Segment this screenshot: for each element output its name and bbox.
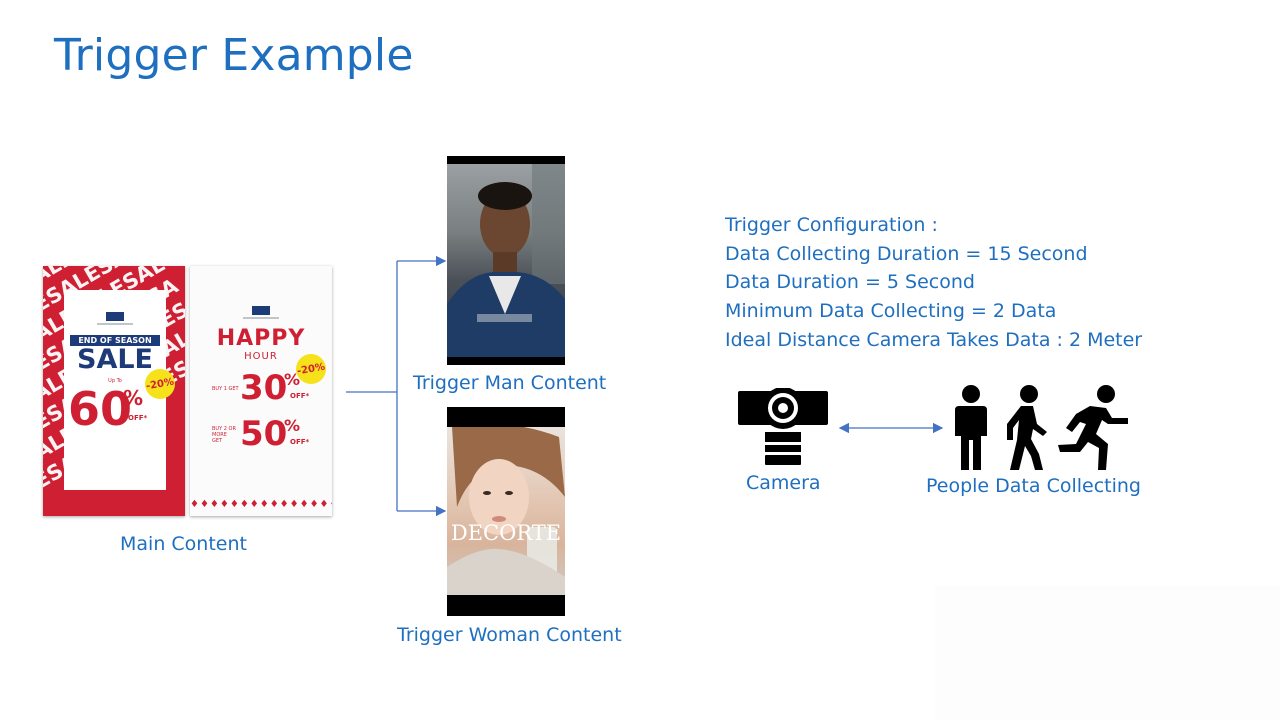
sale-headline: SALE: [77, 344, 153, 375]
discount-value: 60: [68, 382, 133, 436]
walking-person-icon: [1007, 385, 1047, 470]
woman-photo: DECORTE: [447, 427, 565, 595]
poster-end-of-season-sale: SALESALESALESALESALESALESALESALESALESALE…: [43, 266, 185, 516]
offer-row1-text: BUY 1 GET: [212, 386, 239, 392]
people-data-collecting-label: People Data Collecting: [926, 475, 1141, 497]
offer-row2-value: 50: [240, 414, 288, 454]
decorte-brand-text: DECORTE: [450, 521, 562, 545]
trigger-configuration: Trigger Configuration : Data Collecting …: [725, 211, 1142, 355]
brand-logo: [106, 312, 124, 321]
percent-sign: %: [284, 370, 301, 389]
offer-row2-text: BUY 2 OR MORE GET: [212, 426, 236, 444]
off-text: OFF*: [290, 438, 310, 446]
reindeer-pattern-strip: ♦♦♦♦♦♦♦♦♦♦♦♦♦♦♦♦♦♦: [190, 499, 332, 510]
faint-corner-panel: [935, 585, 1280, 720]
up-to-text: Up To: [108, 378, 122, 384]
slide-title: Trigger Example: [54, 30, 414, 81]
hour-subline: HOUR: [244, 351, 278, 362]
man-photo: [447, 164, 565, 357]
camera-label: Camera: [746, 472, 821, 494]
main-content-label: Main Content: [120, 533, 247, 555]
percent-sign: %: [123, 386, 144, 410]
brand-logo: [252, 306, 270, 315]
poster-happy-hour: HAPPY HOUR -20% BUY 1 GET 30 % OFF* BUY …: [190, 266, 332, 516]
off-text: OFF*: [290, 392, 310, 400]
offer-row1-value: 30: [240, 368, 288, 408]
trigger-woman-image: DECORTE: [447, 407, 565, 616]
standing-person-icon: [955, 385, 987, 470]
double-arrow-connector: [838, 422, 944, 434]
happy-headline: HAPPY: [216, 326, 306, 351]
branch-connector: [346, 255, 447, 517]
percent-sign: %: [284, 416, 301, 435]
config-line: Data Duration = 5 Second: [725, 271, 975, 294]
end-of-season-banner: END OF SEASON: [70, 335, 160, 346]
config-line: Data Collecting Duration = 15 Second: [725, 242, 1088, 265]
config-heading: Trigger Configuration :: [725, 214, 938, 236]
trigger-woman-label: Trigger Woman Content: [397, 624, 622, 646]
webcam-icon: [738, 388, 828, 465]
off-text: OFF*: [128, 414, 148, 422]
config-line: Minimum Data Collecting = 2 Data: [725, 300, 1057, 323]
trigger-man-label: Trigger Man Content: [413, 372, 607, 394]
config-line: Ideal Distance Camera Takes Data : 2 Met…: [725, 328, 1143, 351]
running-person-icon: [1058, 385, 1128, 470]
trigger-man-image: [447, 156, 565, 365]
